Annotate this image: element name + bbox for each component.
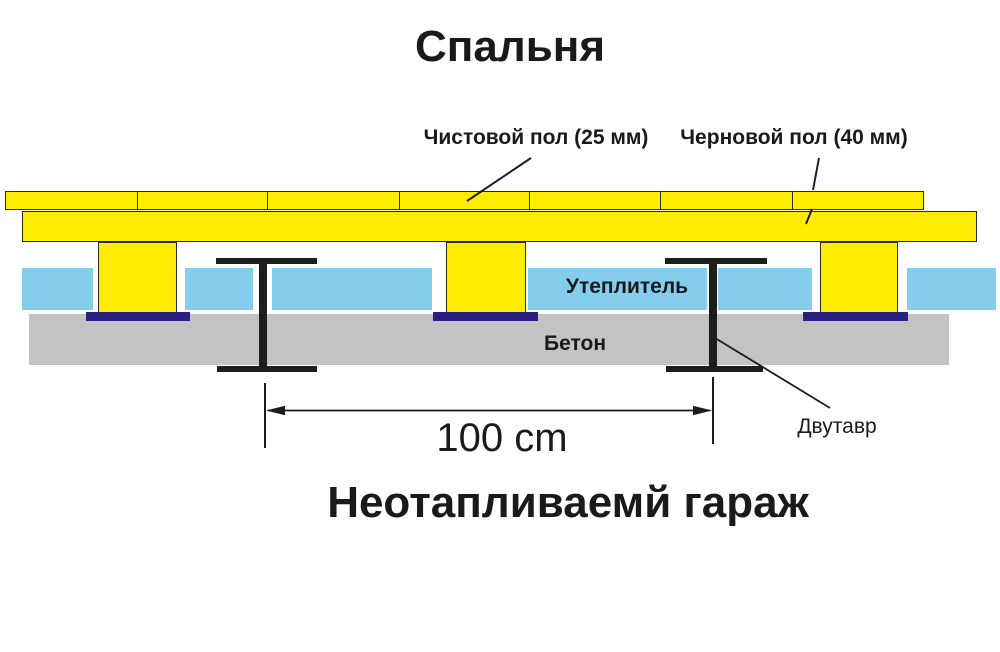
insulation-block — [718, 268, 812, 310]
board-joint-line — [267, 192, 268, 209]
insulation-block — [272, 268, 432, 310]
subfloor-layer — [22, 211, 977, 242]
support-pad — [803, 312, 908, 321]
board-joint-line — [660, 192, 661, 209]
room-above-title: Спальня — [414, 22, 606, 71]
insulation-block — [185, 268, 253, 310]
dimension-arrowhead-left-icon — [266, 405, 285, 416]
insulation-label: Утеплитель — [565, 275, 689, 298]
joist-middle — [446, 242, 526, 313]
subfloor-leader-line — [812, 157, 820, 191]
room-below-title: Неотапливаемй гараж — [327, 478, 809, 527]
beam-label: Двутавр — [797, 415, 877, 438]
board-joint-line — [529, 192, 530, 209]
i-beam-bottom-flange — [217, 366, 317, 372]
dimension-arrowhead-right-icon — [693, 405, 712, 416]
i-beam-top-flange — [665, 258, 767, 264]
joist-left — [98, 242, 177, 313]
dimension-label: 100 cm — [436, 416, 568, 460]
finish-floor-layer — [5, 191, 924, 210]
concrete-slab — [29, 314, 949, 365]
insulation-block — [528, 268, 707, 310]
support-pad — [86, 312, 190, 321]
insulation-block — [907, 268, 996, 310]
board-joint-line — [792, 192, 793, 209]
joist-right — [820, 242, 898, 313]
i-beam-top-flange — [216, 258, 317, 264]
i-beam-bottom-flange — [666, 366, 763, 372]
finish-floor-label: Чистовой пол (25 мм) — [423, 126, 649, 149]
concrete-label: Бетон — [543, 332, 607, 355]
board-joint-line — [399, 192, 400, 209]
board-joint-line — [137, 192, 138, 209]
insulation-block — [22, 268, 93, 310]
support-pad — [433, 312, 538, 321]
subfloor-label: Черновой пол (40 мм) — [680, 126, 908, 149]
